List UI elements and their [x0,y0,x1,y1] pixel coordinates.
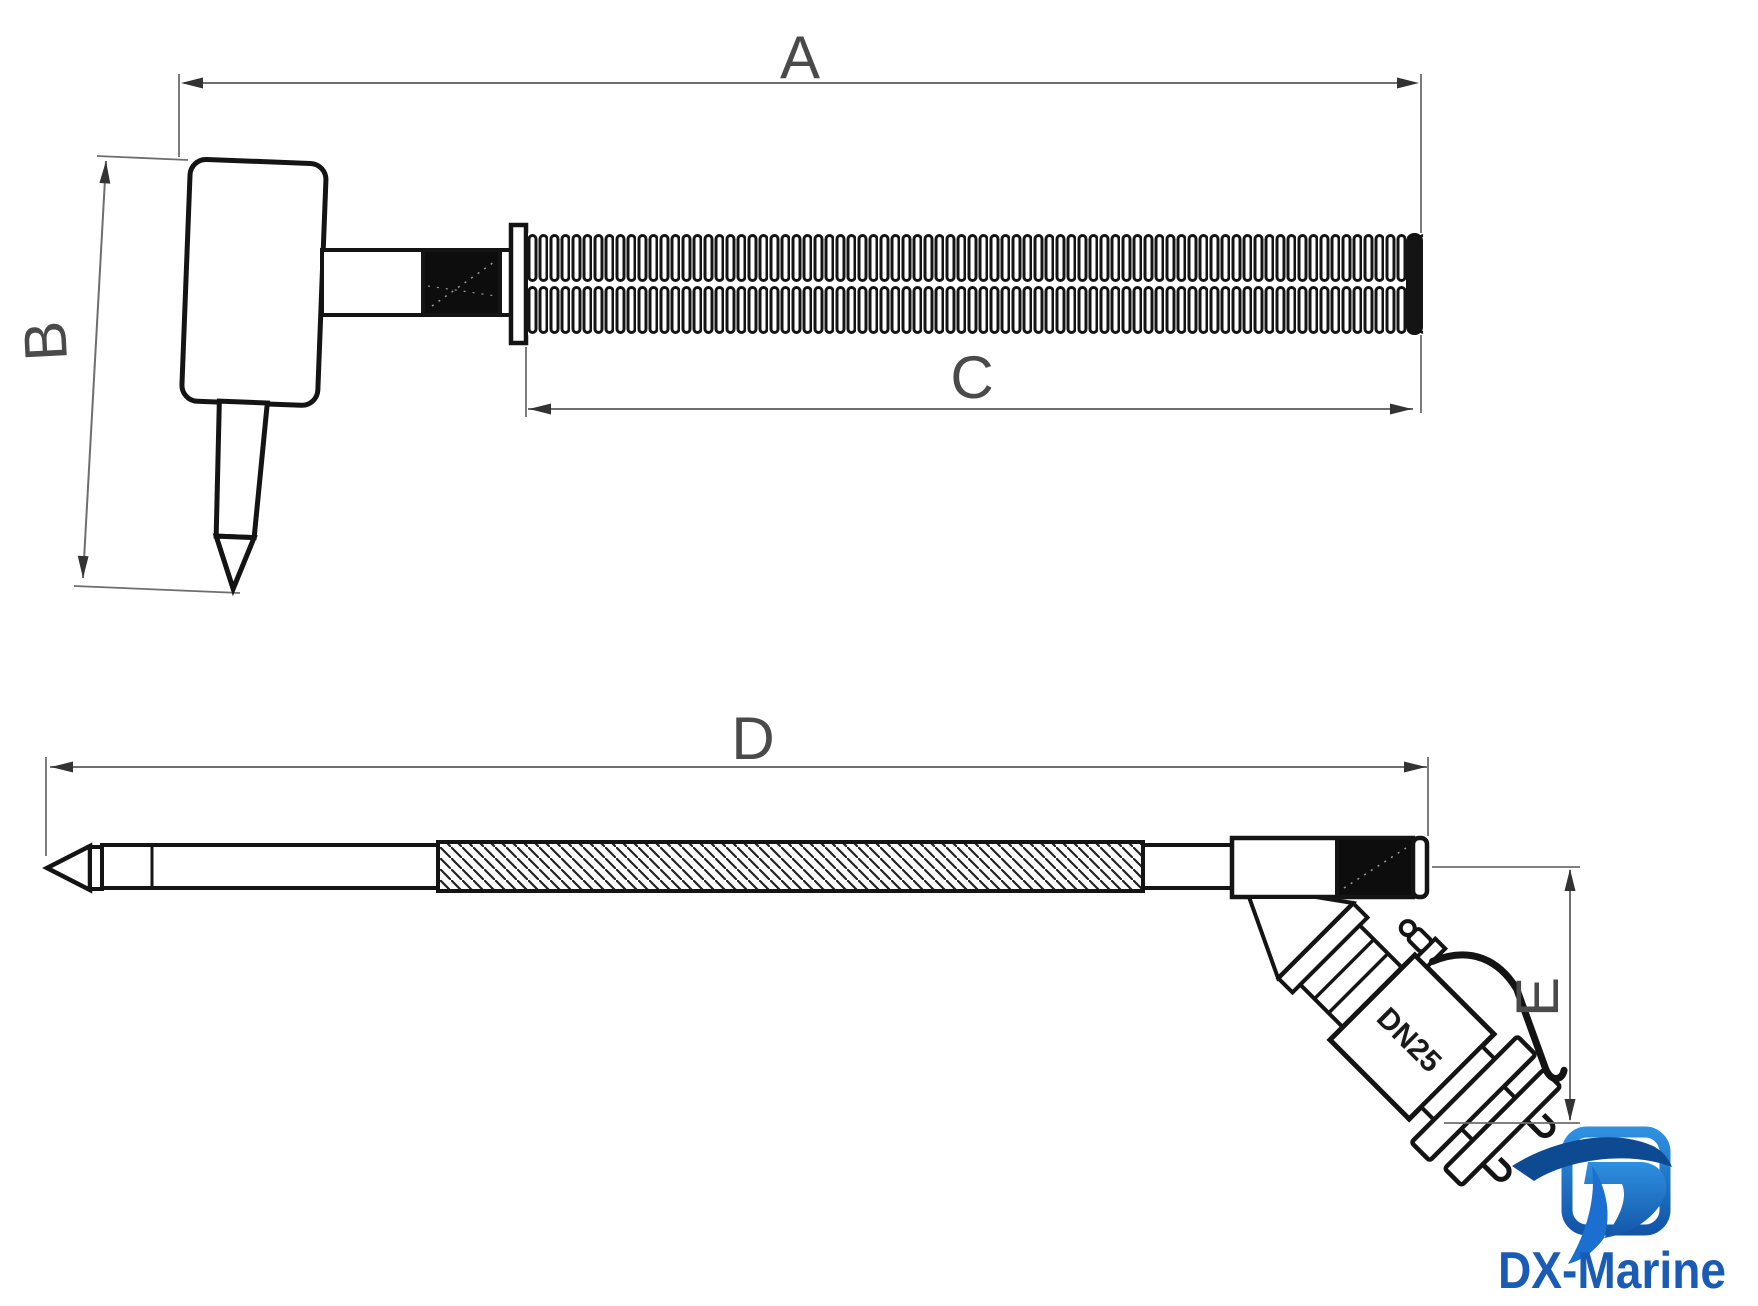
logo-tail [1568,1166,1608,1264]
dim-b-label: B [11,319,80,362]
dim-b-arrow-top [99,161,111,184]
hammer-head-group [179,156,329,597]
dim-e-arrow-top [1564,869,1576,891]
handle-grip-filled [421,248,502,317]
dim-c-label: C [950,344,993,411]
bottom-view: D DN25 [42,705,1580,1187]
dim-b-line [82,160,107,579]
dim-d-label: D [731,705,774,772]
shaft-hatched-section [436,840,1145,893]
lance-point [42,842,93,894]
dim-d: D [45,705,1429,856]
dim-d-arrow-left [51,761,73,773]
hammer-head [179,156,329,408]
dim-a-label: A [780,24,820,91]
dim-d-arrow-right [1404,761,1426,773]
spike-shank [213,398,271,541]
dim-e-label: E [1504,977,1571,1017]
hose-end-cap [1406,233,1423,335]
handle-shaft [320,248,425,317]
dim-c-arrow-right [1390,403,1412,415]
dim-c-arrow-left [529,403,551,415]
top-view: A B C [11,24,1423,597]
cam-lever-handle [1429,951,1568,1083]
coupling-prong-1 [1480,1156,1512,1182]
coupling-rib-line-2 [1327,952,1390,1015]
coupling-rib-line-1 [1313,938,1376,1001]
dim-a: A [178,24,1422,413]
spike-point [212,533,258,597]
dim-b-ext-top [96,155,189,161]
dim-e-arrow-bottom [1564,1099,1576,1121]
hose-ribs [526,233,1423,335]
dim-a-arrow-right [1397,77,1419,89]
dim-e: E [1432,866,1580,1124]
logo-mark [1584,1162,1667,1238]
dim-b: B [11,155,241,594]
lance-body [42,835,1430,900]
hose-coupling: DN25 [1275,900,1568,1187]
dim-b-ext-bottom [73,585,241,594]
cam-knob [1398,919,1417,938]
brand-name: DX-Marine [1498,1242,1726,1300]
handle-group [320,222,529,346]
corrugated-hose [524,233,1423,335]
rear-head-filled [1335,836,1415,899]
brand-logo: DX-Marine [1498,1126,1726,1300]
rear-end-cap [1410,835,1430,900]
dim-c: C [525,344,1413,417]
dim-a-arrow-left [181,77,203,89]
hose-flange [508,222,529,346]
dim-b-arrow-bottom [77,555,89,578]
logo-swoosh-wing [1512,1137,1672,1181]
